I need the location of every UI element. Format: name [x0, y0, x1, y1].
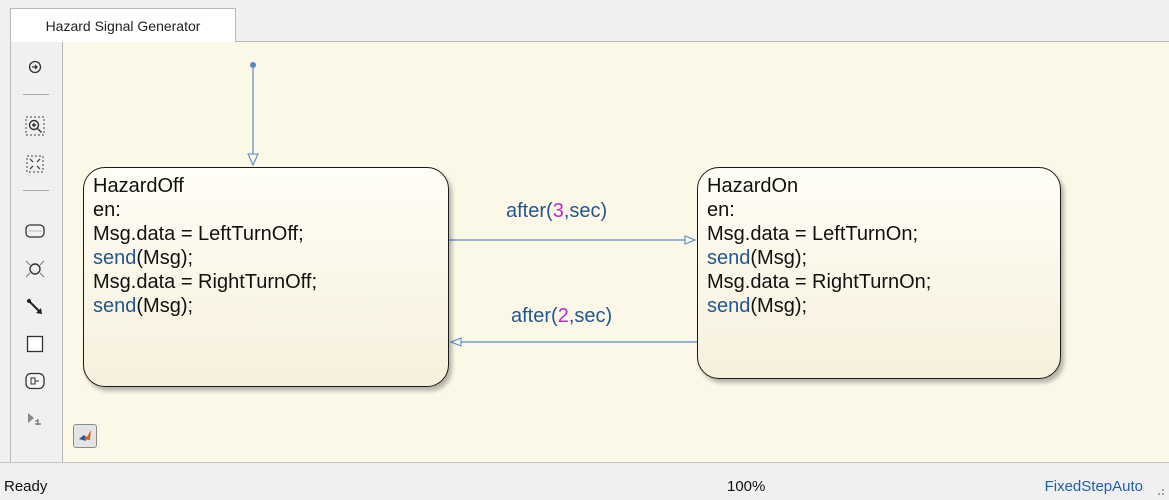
resize-grip-icon[interactable] — [1157, 488, 1165, 496]
transition-arrows — [247, 62, 697, 347]
annotation-icon[interactable] — [23, 406, 47, 430]
palette-toolbar — [10, 42, 62, 462]
state-name: HazardOn — [707, 175, 799, 197]
status-bar: Ready 100% FixedStepAuto — [0, 462, 1169, 500]
state-icon[interactable] — [23, 219, 47, 243]
toolbar-separator — [23, 190, 49, 191]
status-ready: Ready — [4, 478, 48, 495]
tab-bar: Hazard Signal Generator — [0, 0, 1169, 42]
tab-hazard-signal-generator[interactable]: Hazard Signal Generator — [10, 8, 236, 42]
transition-label-after-3[interactable]: after(3,sec) — [506, 200, 607, 223]
after-value: 2 — [557, 305, 569, 327]
action-line: Msg.data = RightTurnOn; — [707, 271, 932, 293]
zoom-icon[interactable] — [23, 114, 47, 138]
transition-off-to-on[interactable] — [449, 235, 697, 245]
default-transition-icon[interactable] — [23, 295, 47, 319]
send-arg: (Msg); — [136, 247, 194, 269]
chart-canvas[interactable]: after(3,sec) after(2,sec) HazardOff en: … — [62, 42, 1169, 462]
navigate-icon[interactable] — [23, 55, 47, 79]
after-fn: after( — [506, 200, 553, 222]
after-unit: ,sec) — [568, 305, 613, 327]
entry-label: en: — [707, 199, 735, 221]
toolbar-separator — [23, 94, 49, 95]
state-name: HazardOff — [93, 175, 184, 197]
entry-label: en: — [93, 199, 121, 221]
state-hazard-off[interactable]: HazardOff en: Msg.data = LeftTurnOff; se… — [83, 167, 449, 387]
send-keyword: send — [93, 247, 137, 269]
action-line: Msg.data = LeftTurnOff; — [93, 223, 304, 245]
state-hazard-on[interactable]: HazardOn en: Msg.data = LeftTurnOn; send… — [697, 167, 1061, 379]
send-keyword: send — [707, 295, 751, 317]
send-arg: (Msg); — [750, 295, 808, 317]
solver-link[interactable]: FixedStepAuto — [1044, 478, 1143, 495]
tab-divider — [236, 41, 1169, 42]
transition-label-after-2[interactable]: after(2,sec) — [511, 305, 612, 328]
box-icon[interactable] — [23, 332, 47, 356]
send-arg: (Msg); — [750, 247, 808, 269]
send-arg: (Msg); — [136, 295, 194, 317]
send-keyword: send — [93, 295, 137, 317]
transition-on-to-off[interactable] — [449, 337, 697, 347]
zoom-level: 100% — [727, 478, 766, 495]
fit-view-icon[interactable] — [23, 152, 47, 176]
send-line: send(Msg); — [707, 294, 1051, 318]
matlab-icon — [79, 430, 91, 441]
send-line: send(Msg); — [707, 246, 1051, 270]
model-browser-button[interactable] — [73, 424, 97, 448]
after-fn: after( — [511, 305, 558, 327]
default-transition[interactable] — [247, 62, 259, 167]
after-value: 3 — [552, 200, 564, 222]
simulink-function-icon[interactable] — [23, 369, 47, 393]
send-line: send(Msg); — [93, 294, 439, 318]
action-line: Msg.data = RightTurnOff; — [93, 271, 317, 293]
junction-icon[interactable] — [23, 257, 47, 281]
action-line: Msg.data = LeftTurnOn; — [707, 223, 919, 245]
send-keyword: send — [707, 247, 751, 269]
after-unit: ,sec) — [563, 200, 608, 222]
send-line: send(Msg); — [93, 246, 439, 270]
